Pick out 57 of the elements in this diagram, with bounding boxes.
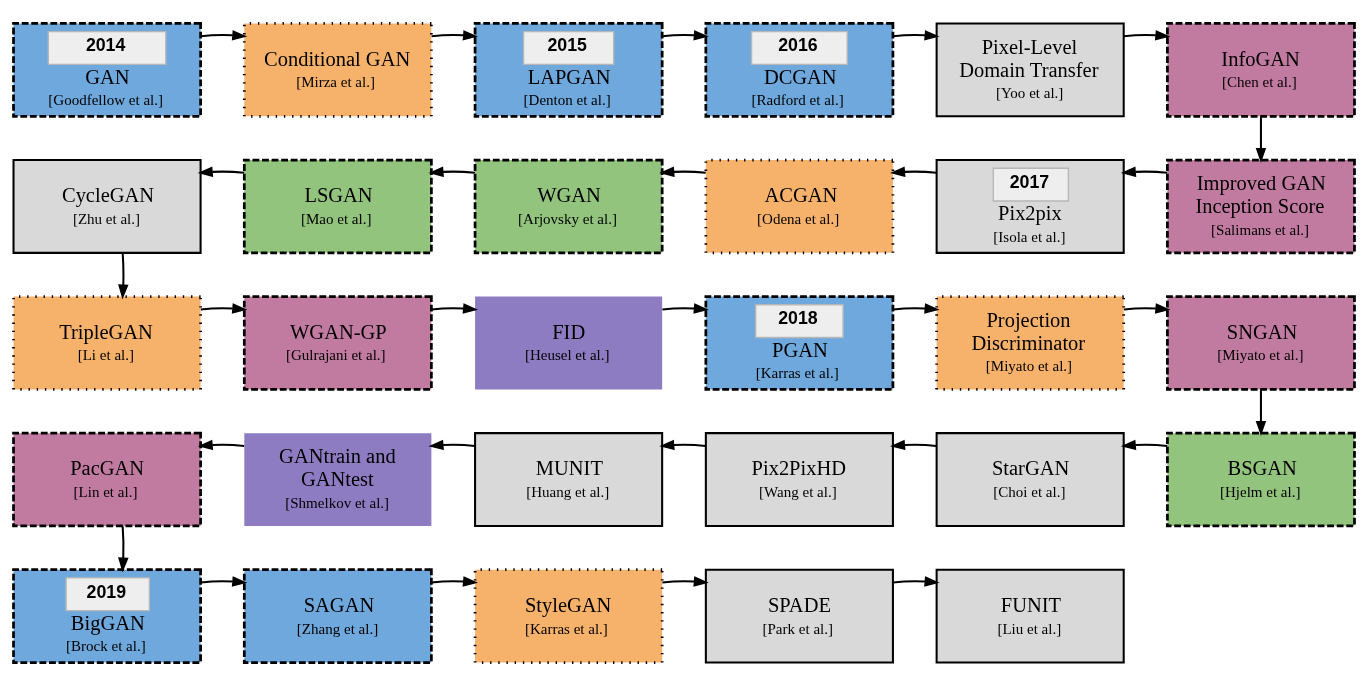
node-box: 2014 GAN [Goodfellow et al.] — [12, 22, 202, 118]
arrow — [197, 166, 245, 178]
arrow — [200, 303, 248, 314]
arrow — [890, 166, 937, 178]
arrow — [659, 439, 706, 451]
node-box: Pixel-Level Domain Transfer [Yoo et al.] — [935, 22, 1125, 118]
node-box: ACGAN [Odena et al.] — [704, 158, 895, 255]
arrow — [659, 166, 706, 178]
node-box: Conditional GAN [Mirza et al.] — [242, 22, 433, 118]
node-box: GANtrain and GANtest [Shmelkov et al.] — [244, 433, 432, 526]
node-box: MUNIT [Huang et al.] — [474, 432, 664, 527]
node-box: 2016 DCGAN [Radford et al.] — [704, 22, 895, 118]
arrow — [1255, 389, 1267, 437]
node-box: 2018 PGAN [Karras et al.] — [704, 295, 895, 391]
node-box: LSGAN [Mao et al.] — [242, 158, 433, 255]
arrow — [431, 30, 479, 41]
node-box: WGAN [Arjovsky et al.] — [473, 158, 664, 255]
arrow — [428, 166, 476, 178]
arrow — [428, 439, 476, 451]
node-box: TripleGAN [Li et al.] — [12, 295, 202, 391]
node-box: InfoGAN [Chen et al.] — [1166, 22, 1356, 118]
arrow — [431, 576, 479, 587]
arrow — [893, 30, 940, 41]
node-box: Pix2PixHD [Wang et al.] — [704, 432, 894, 527]
arrow — [431, 303, 479, 314]
arrow — [1120, 166, 1168, 178]
arrow — [662, 30, 709, 41]
node-box: 2015 LAPGAN [Denton et al.] — [473, 22, 664, 118]
arrow — [200, 30, 248, 41]
node-box: SAGAN [Zhang et al.] — [242, 568, 433, 664]
node-box: CycleGAN [Zhu et al.] — [12, 159, 202, 254]
node-box: FUNIT [Liu et al.] — [935, 568, 1125, 664]
node-box: SPADE [Park et al.] — [704, 568, 894, 664]
node-box: PacGAN [Lin et al.] — [12, 431, 202, 528]
node-box: StyleGAN [Karras et al.] — [473, 568, 664, 664]
arrow — [893, 576, 940, 587]
arrow — [893, 303, 940, 314]
arrow — [118, 253, 129, 300]
node-box: 2019 BigGAN [Brock et al.] — [12, 568, 202, 664]
arrow — [1255, 116, 1267, 163]
arrow — [197, 439, 245, 451]
arrow — [118, 526, 129, 573]
arrow — [1123, 30, 1171, 41]
arrow — [1123, 303, 1171, 314]
node-box: 2017 Pix2pix [Isola et al.] — [935, 159, 1125, 254]
node-box: SNGAN [Miyato et al.] — [1166, 295, 1356, 391]
arrow — [1120, 439, 1168, 451]
arrow — [662, 303, 709, 314]
node-box: BSGAN [Hjelm et al.] — [1166, 431, 1356, 528]
arrow — [662, 576, 709, 587]
node-box: Improved GAN Inception Score [Salimans et al.] — [1166, 158, 1356, 255]
arrow — [200, 576, 248, 587]
node-box: WGAN-GP [Gulrajani et al.] — [242, 295, 433, 391]
node-box: StarGAN [Choi et al.] — [935, 432, 1125, 527]
node-box: Projection Discriminator [Miyato et al.] — [935, 295, 1126, 391]
arrow — [890, 439, 937, 451]
node-box: FID [Heusel et al.] — [475, 296, 663, 390]
